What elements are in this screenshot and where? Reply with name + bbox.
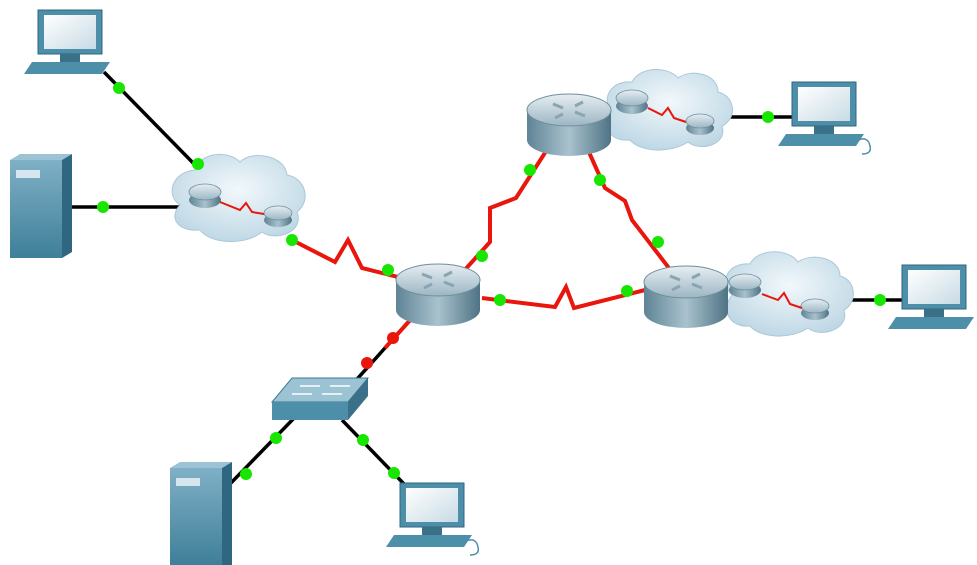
port-up-indicator xyxy=(192,158,204,170)
port-up-indicator xyxy=(594,174,606,186)
port-up-indicator xyxy=(286,234,298,246)
link-cloud1-routercenter[interactable] xyxy=(291,235,403,280)
cloud-top-router-b-icon xyxy=(685,113,715,135)
pc-bottom-screen xyxy=(406,488,458,522)
port-up-indicator xyxy=(621,285,633,297)
cloud-1-router-a-icon xyxy=(188,183,222,208)
router-top-arrows-icon xyxy=(552,100,586,120)
port-up-indicator xyxy=(524,164,536,176)
link-routertop-routerright[interactable] xyxy=(586,149,674,274)
router-right-arrows-icon xyxy=(669,272,703,292)
cloud-top-inner-link xyxy=(647,106,687,123)
router-center[interactable] xyxy=(395,263,481,326)
pc-1[interactable] xyxy=(24,9,110,74)
port-up-indicator xyxy=(476,250,488,262)
cloud-1[interactable] xyxy=(171,154,306,243)
port-up-indicator xyxy=(652,236,664,248)
port-down-indicator xyxy=(361,357,373,369)
switch-arrows-icon xyxy=(292,385,350,395)
router-top[interactable] xyxy=(526,93,612,156)
port-up-indicator xyxy=(388,467,400,479)
pc-top-right[interactable] xyxy=(778,81,872,155)
cloud-right-inner-link xyxy=(761,291,803,309)
cloud-right[interactable] xyxy=(725,251,854,337)
port-up-indicator xyxy=(240,468,252,480)
server-1[interactable] xyxy=(10,154,72,258)
port-up-indicator xyxy=(357,434,369,446)
port-up-indicator xyxy=(97,201,109,213)
port-down-indicator xyxy=(387,332,399,344)
link-routercenter-routertop[interactable] xyxy=(460,143,552,275)
cloud-top-router-a-icon xyxy=(615,89,649,114)
link-switch-server2[interactable] xyxy=(226,410,302,488)
port-indicators xyxy=(97,82,886,480)
cloud-1-inner-link xyxy=(219,201,265,215)
link-routercenter-routerright[interactable] xyxy=(481,282,646,311)
pc-1-screen xyxy=(44,15,96,49)
port-up-indicator xyxy=(874,294,886,306)
pc-right-screen xyxy=(908,270,960,304)
cloud-right-router-b-icon xyxy=(800,298,830,320)
port-up-indicator xyxy=(382,264,394,276)
server-1-drive-icon xyxy=(16,170,40,178)
cloud-top[interactable] xyxy=(606,69,733,151)
router-right[interactable] xyxy=(643,265,729,328)
cloud-right-router-a-icon xyxy=(728,273,762,298)
port-up-indicator xyxy=(270,432,282,444)
pc-right[interactable] xyxy=(888,264,974,329)
server-2[interactable] xyxy=(170,462,232,565)
port-up-indicator xyxy=(494,294,506,306)
link-routercenter-switch-red xyxy=(383,316,414,350)
router-center-arrows-icon xyxy=(421,270,455,290)
port-up-indicator xyxy=(113,82,125,94)
port-up-indicator xyxy=(762,111,774,123)
pc-top-right-screen xyxy=(798,87,850,121)
pc-bottom[interactable] xyxy=(386,482,480,556)
switch-1[interactable] xyxy=(270,377,370,420)
cloud-1-router-b-icon xyxy=(263,205,293,227)
server-2-drive-icon xyxy=(176,478,200,486)
